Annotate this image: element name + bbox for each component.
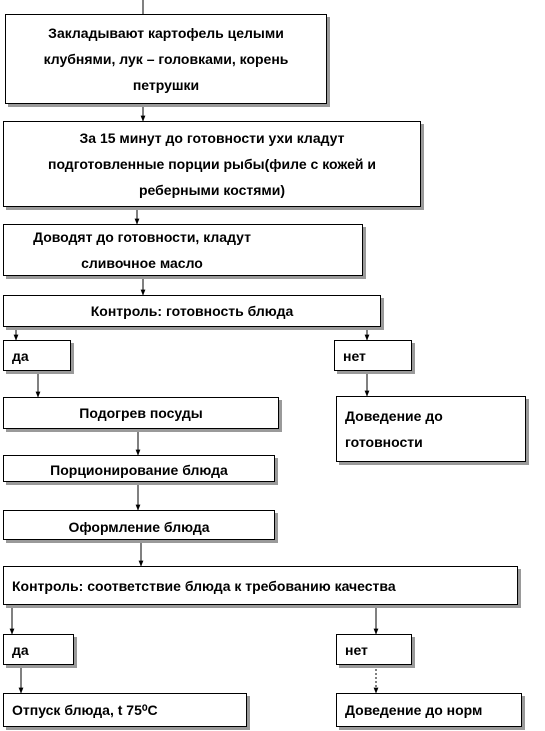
step-add-fish-text: За 15 минут до готовности ухи кладут под… bbox=[47, 130, 377, 198]
step-heat-dishes-text: Подогрев посуды bbox=[79, 405, 203, 421]
step-decoration: Оформление блюда bbox=[3, 510, 275, 540]
decision-no-1-text: нет bbox=[343, 347, 366, 364]
step-finish: Доводят до готовности, кладут сливочное … bbox=[3, 224, 363, 276]
decision-no-1: нет bbox=[334, 340, 412, 371]
step-portioning: Порционирование блюда bbox=[3, 455, 275, 482]
step-portioning-text: Порционирование блюда bbox=[50, 462, 228, 478]
decision-no-2-text: нет bbox=[345, 641, 368, 658]
step-bring-to-readiness-text: Доведение до готовности bbox=[345, 408, 443, 450]
step-add-vegetables-text: Закладывают картофель целыми клубнями, л… bbox=[43, 25, 289, 93]
step-bring-to-norm: Доведение до норм bbox=[336, 693, 522, 727]
decision-yes-2: да bbox=[3, 634, 74, 665]
control-quality: Контроль: соответствие блюда к требовани… bbox=[3, 566, 518, 605]
step-bring-to-readiness: Доведение до готовности bbox=[336, 396, 526, 462]
step-bring-to-norm-text: Доведение до норм bbox=[345, 702, 483, 718]
decision-no-2: нет bbox=[336, 634, 412, 665]
step-decoration-text: Оформление блюда bbox=[68, 519, 210, 535]
control-readiness-text: Контроль: готовность блюда bbox=[90, 303, 294, 319]
decision-yes-1-text: да bbox=[12, 347, 29, 364]
step-serve: Отпуск блюда, t 75⁰С bbox=[3, 693, 247, 727]
decision-yes-1: да bbox=[3, 340, 71, 371]
step-serve-text: Отпуск блюда, t 75⁰С bbox=[12, 702, 158, 718]
decision-yes-2-text: да bbox=[12, 641, 29, 658]
step-finish-text: Доводят до готовности, кладут сливочное … bbox=[33, 229, 251, 271]
step-add-vegetables: Закладывают картофель целыми клубнями, л… bbox=[5, 14, 327, 104]
control-readiness: Контроль: готовность блюда bbox=[3, 295, 381, 327]
step-add-fish: За 15 минут до готовности ухи кладут под… bbox=[3, 121, 421, 207]
step-heat-dishes: Подогрев посуды bbox=[3, 397, 279, 429]
control-quality-text: Контроль: соответствие блюда к требовани… bbox=[12, 577, 396, 594]
